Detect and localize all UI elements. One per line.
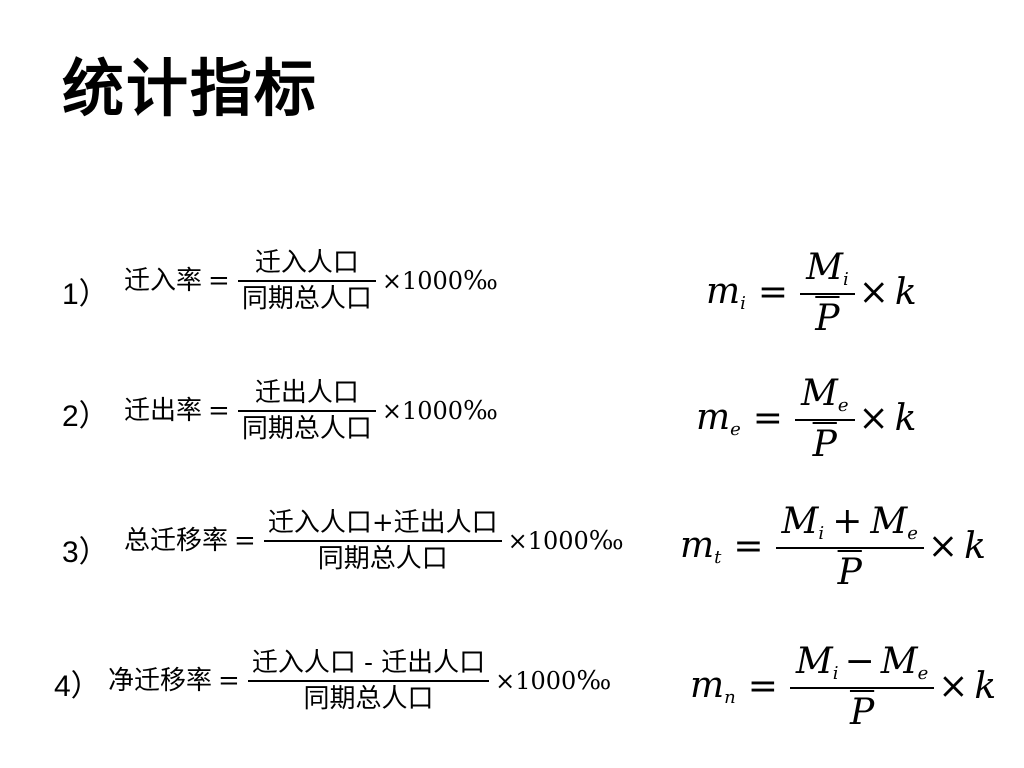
equals-sign: = (208, 395, 230, 426)
chinese-formula: 迁出率 = 迁出人口 同期总人口 ×1000‰ (124, 380, 498, 442)
formula-name: 总迁移率 (124, 525, 229, 556)
formula-name: 迁出率 (124, 395, 203, 426)
math-fraction: Mi P (800, 250, 855, 337)
numerator: 迁入人口 - 迁出人口 (251, 648, 486, 678)
denominator: 同期总人口 (241, 283, 372, 314)
times-sign: × (858, 272, 889, 314)
fraction: 迁入人口+迁出人口 同期总人口 (263, 508, 502, 574)
math-formula: mt = Mi+Me P × k (680, 504, 986, 591)
fraction: 迁出人口 同期总人口 (237, 378, 376, 444)
factor: k (974, 666, 997, 708)
row-index: 2） (62, 400, 109, 433)
page-title: 统计指标 (62, 52, 319, 125)
math-denominator: P (812, 423, 837, 465)
lhs: mn (690, 664, 736, 708)
math-numerator: Mi−Me (795, 641, 929, 684)
math-fraction: Mi−Me P (789, 641, 935, 733)
fraction-bar (794, 419, 855, 421)
equals-sign: = (733, 526, 764, 568)
fraction: 迁入人口 同期总人口 (237, 248, 376, 314)
math-numerator: Mi+Me (781, 501, 918, 544)
permille-unit: ‰ (463, 265, 498, 296)
row-index: 3） (62, 536, 109, 569)
math-fraction: Mi+Me P (775, 501, 924, 593)
equals-sign: = (218, 665, 240, 696)
denominator: 同期总人口 (241, 413, 372, 444)
formula-name: 迁入率 (124, 265, 203, 296)
times-sign: × (938, 666, 969, 708)
math-formula: mi = Mi P × k (706, 250, 917, 337)
lhs: mi (706, 270, 746, 314)
denominator: 同期总人口 (303, 683, 434, 714)
math-fraction: Me P (794, 373, 855, 465)
math-numerator: Me (800, 373, 849, 416)
multiplier: ×1000‰ (507, 525, 624, 556)
permille-unit: ‰ (576, 665, 612, 696)
equals-sign: = (208, 265, 230, 296)
math-numerator: Mi (806, 247, 849, 290)
fraction-bar (789, 687, 935, 689)
times-sign: × (858, 398, 889, 440)
multiplier: ×1000‰ (381, 395, 498, 426)
fraction-bar (263, 540, 502, 542)
permille-unit: ‰ (588, 525, 624, 556)
math-formula: mn = Mi−Me P × k (690, 644, 996, 731)
numerator: 迁入人口+迁出人口 (267, 508, 498, 538)
numerator: 迁入人口 (254, 248, 359, 278)
multiplier: ×1000‰ (495, 665, 612, 696)
permille-unit: ‰ (463, 395, 498, 426)
denominator: 同期总人口 (317, 543, 448, 574)
fraction-bar (237, 410, 376, 412)
chinese-formula: 净迁移率 = 迁入人口 - 迁出人口 同期总人口 ×1000‰ (108, 650, 611, 712)
formula-name: 净迁移率 (108, 665, 213, 696)
times-sign: × (927, 526, 959, 568)
multiplier: ×1000‰ (381, 265, 498, 296)
math-denominator: P (815, 297, 840, 339)
equals-sign: = (234, 525, 256, 556)
factor: k (894, 398, 917, 440)
numerator: 迁出人口 (254, 378, 359, 408)
row-index: 4） (54, 670, 101, 703)
math-formula: me = Me P × k (696, 376, 917, 463)
chinese-formula: 迁入率 = 迁入人口 同期总人口 ×1000‰ (124, 250, 498, 312)
fraction-bar (800, 293, 855, 295)
math-denominator: P (837, 551, 862, 593)
factor: k (894, 272, 917, 314)
fraction-bar (775, 547, 924, 549)
lhs: me (696, 396, 741, 440)
lhs: mt (680, 524, 722, 568)
math-denominator: P (849, 691, 875, 733)
equals-sign: = (747, 666, 778, 708)
fraction-bar (237, 280, 376, 282)
fraction: 迁入人口 - 迁出人口 同期总人口 (247, 648, 490, 714)
equals-sign: = (757, 272, 789, 314)
fraction-bar (247, 680, 490, 682)
chinese-formula: 总迁移率 = 迁入人口+迁出人口 同期总人口 ×1000‰ (124, 510, 624, 572)
equals-sign: = (752, 398, 783, 440)
row-index: 1） (62, 278, 109, 311)
factor: k (964, 526, 986, 568)
